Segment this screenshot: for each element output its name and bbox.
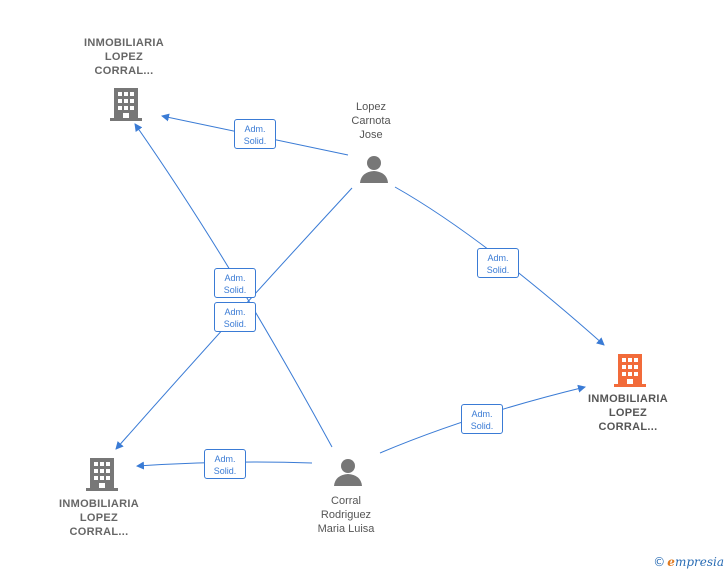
edge-label-line: Solid. <box>223 285 247 295</box>
brand-initial: e <box>667 555 675 569</box>
building-icon[interactable] <box>614 352 646 388</box>
person-icon[interactable] <box>359 154 389 184</box>
person-corral-label[interactable]: Corral Rodriguez Maria Luisa <box>317 495 375 535</box>
building-icon[interactable] <box>86 456 118 492</box>
edge-label-adm-solid[interactable]: Adm. Solid. <box>214 268 256 298</box>
edge-label-line: Solid. <box>470 421 494 431</box>
person-lopez-label[interactable]: Lopez Carnota Jose <box>351 101 391 141</box>
copyright-icon: © <box>653 555 666 569</box>
edge-label-adm-solid[interactable]: Adm. Solid. <box>204 449 246 479</box>
edge-label-line: Adm. <box>487 253 509 263</box>
edge-label-line: Solid. <box>223 319 247 329</box>
edge-label-line: Adm. <box>471 409 493 419</box>
edge-label-line: Solid. <box>486 265 510 275</box>
edge-label-line: Adm. <box>244 124 266 134</box>
edge-label-adm-solid[interactable]: Adm. Solid. <box>477 248 519 278</box>
edge-label-adm-solid[interactable]: Adm. Solid. <box>461 404 503 434</box>
empresia-watermark[interactable]: ©empresia <box>653 555 724 569</box>
company-right-label[interactable]: INMOBILIARIA LOPEZ CORRAL... <box>588 393 668 433</box>
edge-label-line: Solid. <box>213 466 237 476</box>
person-icon[interactable] <box>333 457 363 487</box>
edge-label-line: Solid. <box>243 136 267 146</box>
company-top-left-label[interactable]: INMOBILIARIA LOPEZ CORRAL... <box>84 37 164 77</box>
edge-label-line: Adm. <box>214 454 236 464</box>
building-icon[interactable] <box>110 86 142 122</box>
edge-label-adm-solid[interactable]: Adm. Solid. <box>214 302 256 332</box>
edge-label-adm-solid[interactable]: Adm. Solid. <box>234 119 276 149</box>
edge-label-line: Adm. <box>224 307 246 317</box>
edge-label-line: Adm. <box>224 273 246 283</box>
company-bottom-left-label[interactable]: INMOBILIARIA LOPEZ CORRAL... <box>59 498 139 538</box>
brand-name: mpresia <box>674 555 724 569</box>
